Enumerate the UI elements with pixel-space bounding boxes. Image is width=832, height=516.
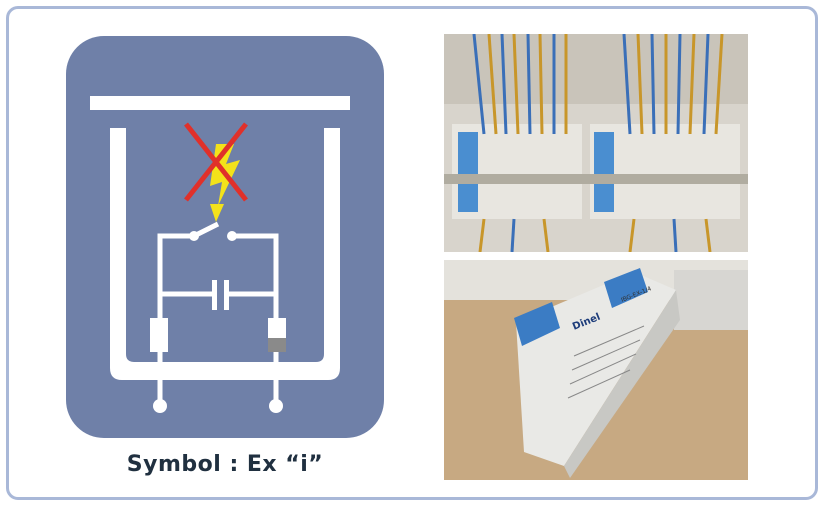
cross-line-2 [184,122,248,202]
terminal-block-rack-photo-icon [444,34,748,252]
intrinsic-safety-symbol-icon [90,96,350,413]
lightning-arrow-head [210,204,224,222]
terminal-right [269,399,283,413]
switch-contact-left [189,231,199,241]
safety-barrier-module-photo-icon: Dinel IBG-EX-1/4 [444,260,748,480]
terminal-block-photo [444,34,748,252]
symbol-top-bar [90,96,350,110]
switch-contact-right [227,231,237,241]
component-right-bottom [268,338,286,352]
circuit-lines [157,221,279,402]
safety-barrier-photo: Dinel IBG-EX-1/4 [444,260,748,480]
symbol-caption: Symbol : Ex “i” [126,452,324,477]
ex-i-symbol-panel [66,36,384,438]
capacitor-plate-2 [224,280,229,310]
component-left [150,318,168,352]
capacitor-plate-1 [212,280,217,310]
component-right-top [268,318,286,340]
terminal-left [153,399,167,413]
